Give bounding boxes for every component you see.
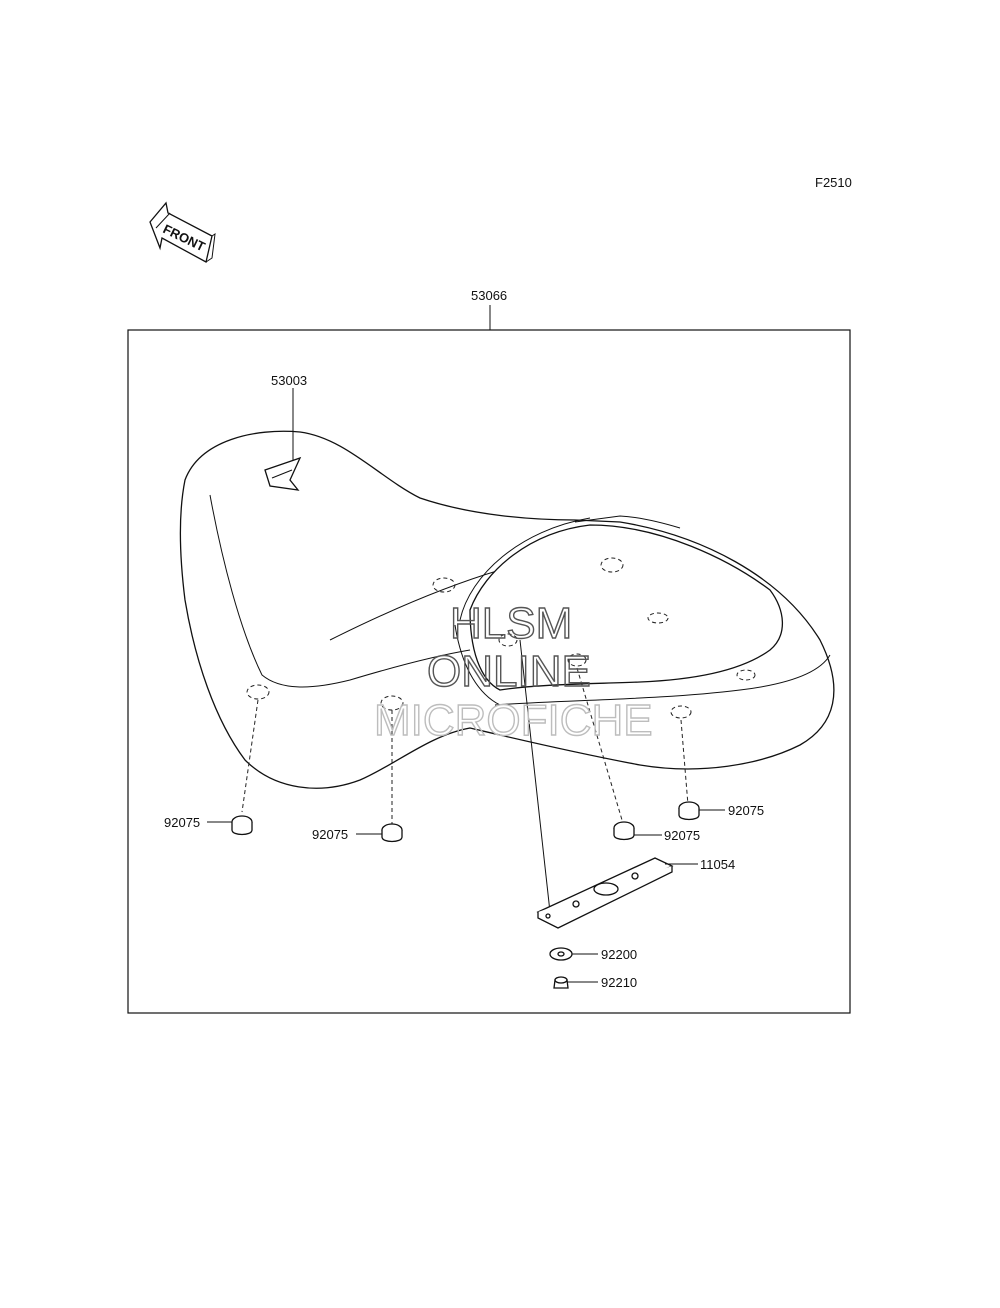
label-92075-center: 92075: [312, 827, 348, 842]
label-53003: 53003: [271, 373, 307, 388]
front-arrow-icon: FRONT: [149, 201, 216, 263]
damper-center: [381, 823, 403, 843]
figure-code: F2510: [815, 175, 852, 190]
watermark-line1: HLSM: [450, 599, 572, 648]
watermark-line2: ONLINE: [427, 647, 591, 696]
label-92075-right-lower: 92075: [664, 828, 700, 843]
damper-left: [231, 815, 253, 836]
nut: [553, 976, 569, 989]
bracket: [536, 857, 674, 929]
damper-right-upper: [678, 801, 700, 821]
assembly-frame: [127, 329, 851, 1014]
washer: [549, 947, 573, 961]
label-92075-right-upper: 92075: [728, 803, 764, 818]
label-11054: 11054: [700, 857, 735, 872]
assembly-label: 53066: [471, 288, 507, 303]
label-92200: 92200: [601, 947, 637, 962]
watermark-line3: MICROFICHE: [374, 696, 653, 745]
seat-illustration: [179, 430, 835, 789]
label-92210: 92210: [601, 975, 637, 990]
damper-right-lower: [613, 821, 635, 841]
label-92075-left: 92075: [164, 815, 200, 830]
watermark: HLSM ONLINE MICROFICHE: [373, 598, 653, 745]
